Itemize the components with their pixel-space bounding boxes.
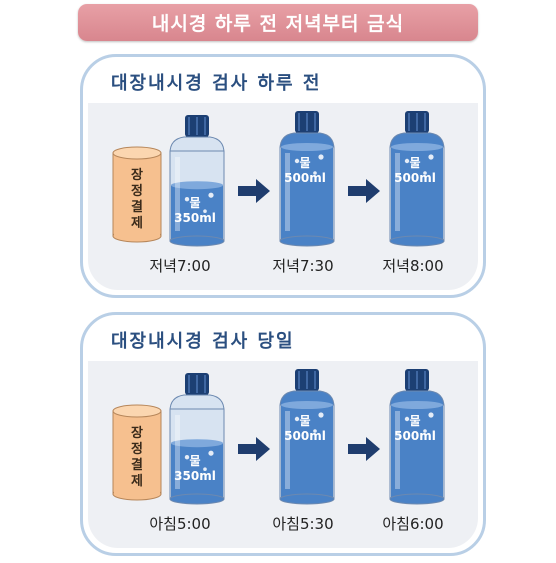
- cleanser-label-char: 장: [131, 425, 143, 441]
- bottle-highlight: [285, 153, 290, 231]
- page-banner: 내시경 하루 전 저녁부터 금식: [78, 4, 478, 41]
- cleanser-label-char: 결: [131, 457, 143, 473]
- bottle-water: [391, 405, 443, 499]
- bottle-label: 물: [189, 196, 200, 210]
- water-surface: [281, 401, 333, 409]
- water-bubble: [404, 158, 410, 164]
- bottle-highlight: [395, 153, 400, 231]
- cylinder-cover: [114, 411, 160, 494]
- water-surface: [391, 401, 443, 409]
- bottle-highlight: [285, 411, 290, 489]
- water-bubble: [203, 209, 207, 213]
- step-time: 저녁8:00: [382, 257, 443, 275]
- bottle-water: [281, 405, 333, 499]
- water-bubble: [294, 158, 300, 164]
- section-title: 대장내시경 검사 당일: [111, 331, 295, 352]
- cleanser-label-char: 결: [131, 199, 143, 215]
- water-surface: [171, 181, 223, 190]
- bottle-label: 물: [409, 414, 420, 428]
- bottle-label: 물: [299, 156, 310, 170]
- bottle-amount: 500ml: [284, 429, 326, 443]
- cleanser-label-char: 제: [131, 474, 143, 489]
- bottle-bottom: [389, 235, 445, 247]
- water-bubble: [423, 429, 427, 433]
- bottle-amount: 500ml: [284, 171, 326, 185]
- bottle-label: 물: [189, 454, 200, 468]
- bottle-bottom: [279, 493, 335, 505]
- bottle-bottom: [169, 493, 225, 505]
- bottle-highlight: [175, 157, 180, 231]
- bottle-bottom: [169, 235, 225, 247]
- arrow-right-icon: [238, 179, 270, 203]
- water-bubble: [184, 455, 190, 460]
- water-surface: [281, 143, 333, 151]
- step-time: 아침6:00: [382, 515, 443, 533]
- bottle-amount: 500ml: [394, 171, 436, 185]
- bottle-label: 물: [299, 414, 310, 428]
- bottle-label: 물: [409, 156, 420, 170]
- cylinder-top: [112, 146, 162, 160]
- step-time: 저녁7:30: [272, 257, 333, 275]
- water-surface: [391, 143, 443, 151]
- water-bubble: [313, 429, 317, 433]
- bottle-bottom: [389, 493, 445, 505]
- water-bubble: [184, 197, 190, 202]
- cleanser-label-char: 정: [131, 183, 143, 199]
- cleanser-label-char: 제: [131, 216, 143, 231]
- cylinder-cover: [114, 153, 160, 236]
- arrow-right-icon: [348, 437, 380, 461]
- bottle-water: [171, 443, 223, 499]
- water-bubble: [423, 171, 427, 175]
- bottle-amount: 350ml: [174, 469, 216, 483]
- arrow-right-icon: [238, 437, 270, 461]
- water-bubble: [208, 450, 214, 456]
- section-title: 대장내시경 검사 하루 전: [111, 73, 322, 94]
- bottle-water: [391, 147, 443, 241]
- bottle-highlight: [395, 411, 400, 489]
- water-bubble: [203, 467, 207, 471]
- banner-title: 내시경 하루 전 저녁부터 금식: [151, 13, 405, 35]
- water-bubble: [428, 154, 434, 160]
- cylinder-top: [112, 404, 162, 418]
- step-time: 아침5:30: [272, 515, 333, 533]
- bottle-highlight: [175, 415, 180, 489]
- step-time: 아침5:00: [149, 515, 210, 533]
- water-surface: [171, 439, 223, 448]
- arrow-right-icon: [348, 179, 380, 203]
- water-bubble: [404, 416, 410, 422]
- water-bubble: [313, 171, 317, 175]
- bottle-bottom: [279, 235, 335, 247]
- bottle-amount: 350ml: [174, 211, 216, 225]
- bottle-water: [281, 147, 333, 241]
- water-bubble: [318, 412, 324, 418]
- cleanser-label-char: 정: [131, 441, 143, 457]
- water-bubble: [318, 154, 324, 160]
- step-time: 저녁7:00: [149, 257, 210, 275]
- water-bubble: [294, 416, 300, 422]
- water-bubble: [428, 412, 434, 418]
- water-bubble: [208, 192, 214, 198]
- bottle-amount: 500ml: [394, 429, 436, 443]
- bottle-water: [171, 185, 223, 241]
- cleanser-label-char: 장: [131, 167, 143, 183]
